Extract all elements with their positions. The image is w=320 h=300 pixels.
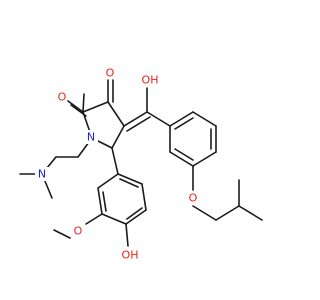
aminoethyl-chain: [19, 137, 93, 199]
ring-nitrogen-label: N: [87, 131, 95, 144]
molecule-structure: O O OH N N O O OH: [19, 67, 263, 262]
molecule-canvas: O O OH N N O O OH: [19, 67, 263, 262]
carbonyl-bonds: [67, 79, 114, 117]
carbonyl-oxygen-label: O: [58, 91, 67, 104]
methoxy-oxygen-label: O: [74, 225, 83, 238]
phenol-hydroxyl-label: OH: [122, 249, 139, 262]
ketone-oxygen-label: O: [106, 67, 115, 80]
phenyl-ring-right: [169, 111, 217, 167]
ether-oxygen-label: O: [189, 192, 198, 205]
atom-labels: O O OH N N O O OH: [35, 67, 198, 262]
enol-hydroxyl-label: OH: [142, 74, 159, 87]
isobutoxy-chain: [192, 165, 263, 221]
enol-bonds: [123, 87, 171, 132]
ring-substituents: [53, 213, 129, 247]
amine-nitrogen-label: N: [38, 168, 46, 181]
phenyl-ring-bottom: [97, 147, 147, 225]
